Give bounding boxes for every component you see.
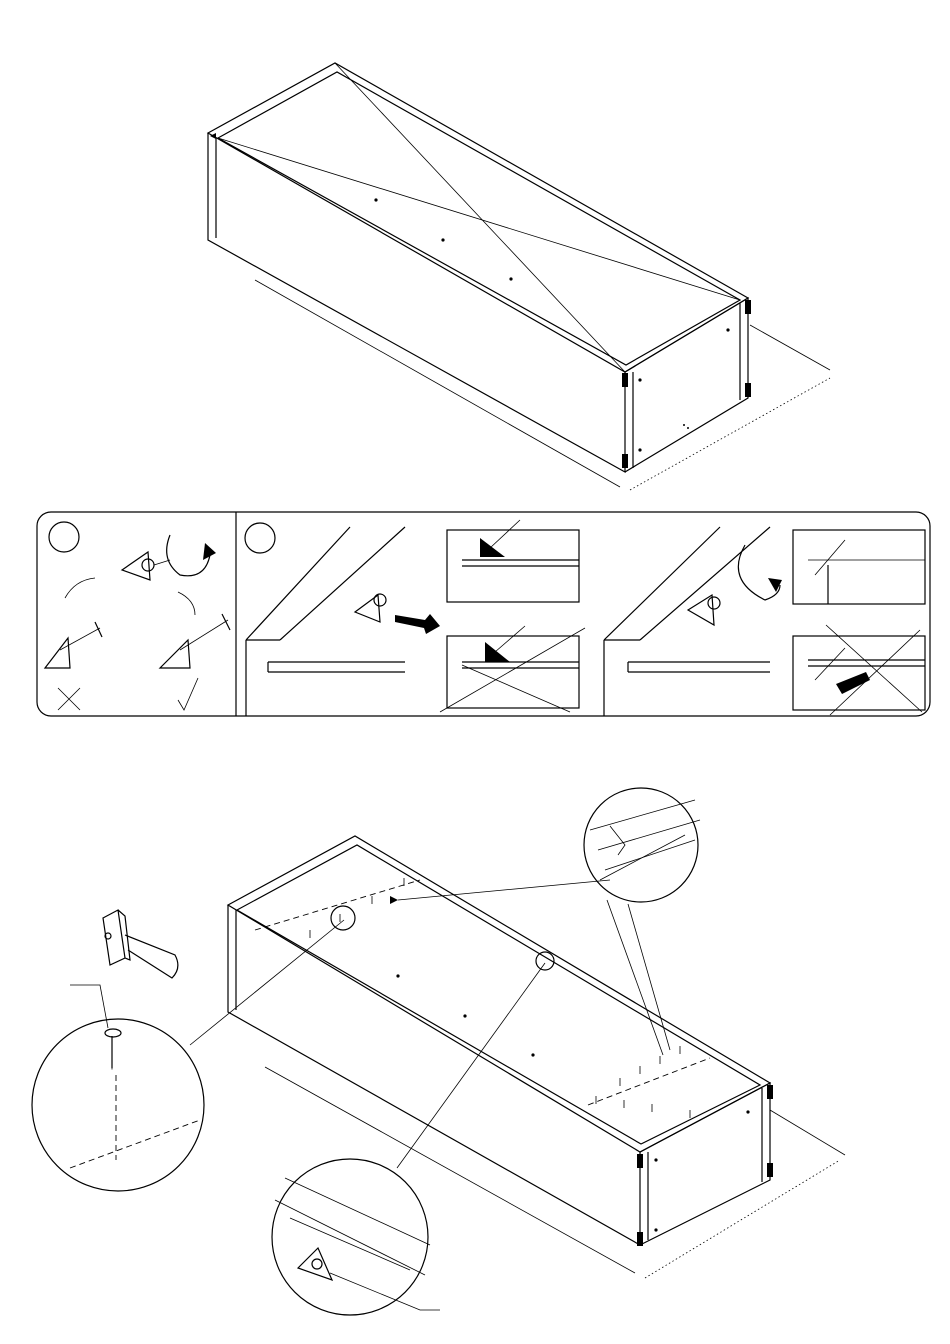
cabinet-back-assembly bbox=[228, 836, 845, 1278]
cam-block-icon bbox=[688, 595, 714, 625]
step-marker-b bbox=[245, 523, 275, 553]
cross-icon bbox=[58, 688, 80, 710]
check-icon bbox=[178, 678, 198, 710]
nail-marks bbox=[310, 878, 690, 1118]
cabinet-frame-top bbox=[208, 63, 830, 490]
cross-icon bbox=[826, 625, 922, 715]
step-a bbox=[45, 522, 230, 710]
push-arrow-icon bbox=[395, 614, 440, 634]
direction-arrow-icon bbox=[390, 896, 398, 904]
cross-icon bbox=[440, 628, 585, 712]
rotate-arrow-icon bbox=[167, 535, 210, 576]
cam-detail-magnifier bbox=[272, 952, 554, 1315]
rotate-arrow-icon bbox=[738, 545, 780, 600]
magnifier-icon bbox=[32, 920, 344, 1191]
step-b bbox=[245, 520, 925, 716]
nail-icon bbox=[105, 1029, 121, 1037]
hammer-icon bbox=[103, 910, 178, 978]
push-arrow-icon bbox=[836, 672, 870, 694]
step-marker-a bbox=[49, 522, 79, 552]
cam-block-icon bbox=[122, 552, 150, 580]
arrow-icon bbox=[178, 592, 195, 615]
cam-block-icon bbox=[355, 595, 380, 622]
arrow-icon bbox=[65, 578, 95, 598]
cam-fitting-panel bbox=[37, 512, 930, 716]
